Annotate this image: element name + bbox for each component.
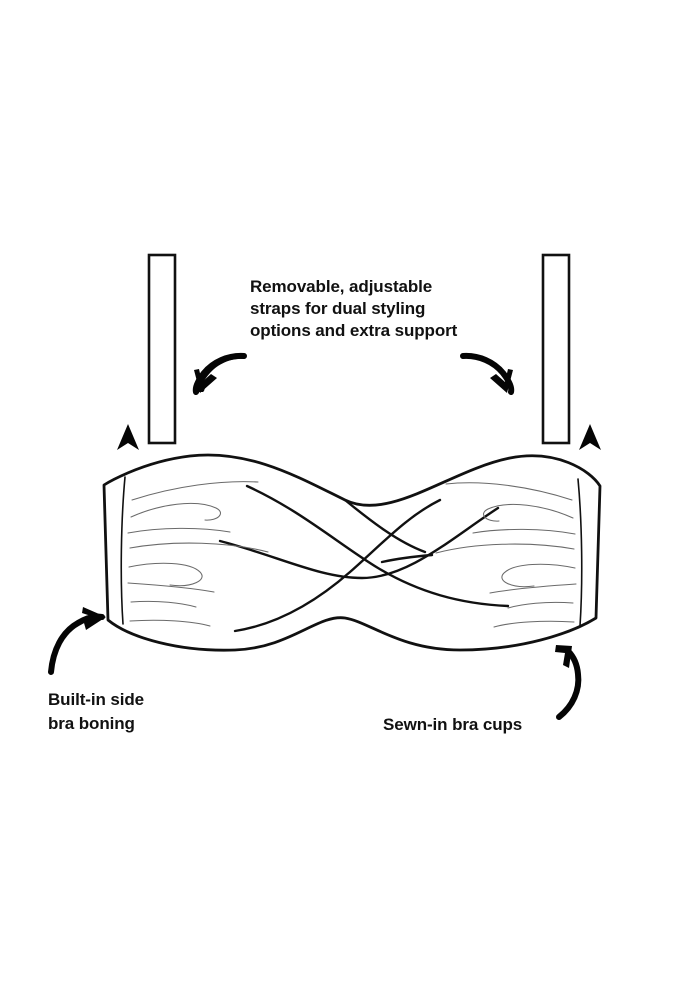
callout-straps: Removable, adjustable straps for dual st… [192, 277, 515, 395]
shirring-line [493, 620, 575, 628]
right-caret [579, 424, 601, 450]
shirring-line [130, 502, 221, 521]
shirring-line [445, 482, 573, 501]
callout-boning-line-2: bra boning [48, 714, 135, 733]
right-cup-shirring [435, 482, 577, 628]
shirring-line [483, 503, 574, 522]
shirring-line [127, 582, 215, 593]
twist-tick-right [380, 553, 434, 564]
curved-arrow-up-right-icon [48, 607, 106, 675]
left-cup-shirring [127, 481, 269, 627]
callout-straps-line-3: options and extra support [250, 321, 458, 340]
caret-up-icon [117, 424, 139, 450]
shirring-line [129, 542, 269, 553]
left-boning-seam [120, 476, 126, 625]
shirring-line [129, 619, 211, 627]
shirring-line [435, 543, 575, 554]
left-strap [147, 253, 177, 445]
bra-body-outline [102, 453, 602, 652]
twist-band-a [245, 484, 510, 608]
shirring-line [507, 601, 574, 609]
shirring-line [131, 481, 259, 501]
twist-band-c [233, 498, 442, 633]
twist-front-detail [218, 484, 510, 633]
callout-boning: Built-in side bra boning [48, 607, 144, 733]
callout-straps-line-2: straps for dual styling [250, 299, 425, 318]
callout-boning-line-1: Built-in side [48, 690, 144, 709]
right-strap-rect [541, 253, 571, 445]
left-strap-rect [147, 253, 177, 445]
twist-center-join [343, 498, 427, 554]
shirring-line [489, 583, 577, 594]
bra-body [102, 453, 602, 652]
callout-cups-line-1: Sewn-in bra cups [383, 715, 522, 734]
callout-cups: Sewn-in bra cups [383, 645, 582, 734]
right-strap [541, 253, 571, 445]
twist-band-b [218, 506, 500, 580]
shirring-line [130, 600, 197, 608]
shirring-line [472, 528, 576, 535]
shirring-line [127, 527, 231, 534]
curved-arrow-down-left-icon [192, 352, 247, 395]
curved-arrow-up-left-icon [555, 645, 582, 720]
curved-arrow-down-right-icon [460, 352, 515, 395]
right-boning-panel [577, 478, 583, 627]
right-boning-seam [577, 478, 583, 627]
left-caret [117, 424, 139, 450]
shirring-line [501, 563, 576, 588]
left-boning-panel [120, 476, 126, 625]
caret-up-icon [579, 424, 601, 450]
shirring-line [128, 562, 203, 587]
callout-straps-line-1: Removable, adjustable [250, 277, 432, 296]
